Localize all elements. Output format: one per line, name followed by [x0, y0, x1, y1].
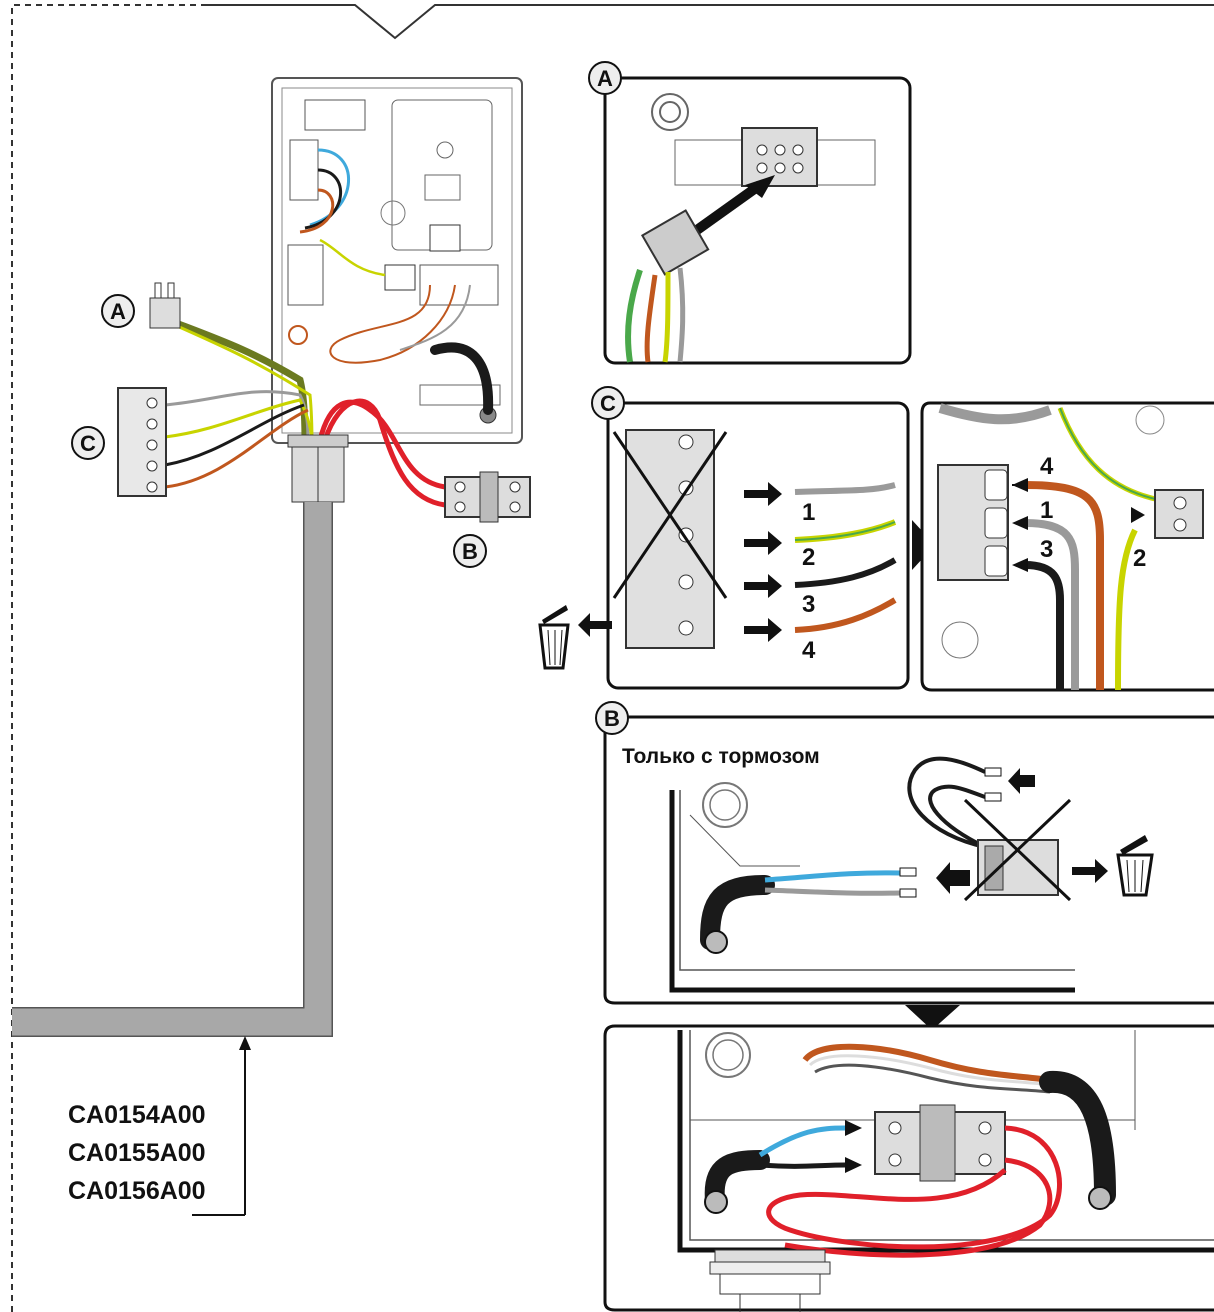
cable-code-3: CA0156A00 [68, 1177, 206, 1205]
right-wire-number-4: 4 [1040, 453, 1054, 480]
wire-number-4: 4 [802, 637, 816, 664]
connector-a-icon [149, 282, 181, 329]
panel-a [603, 76, 912, 365]
cable-codes: CA0154A00 CA0155A00 CA0156A00 [68, 1036, 251, 1216]
cable-bundle [164, 316, 446, 508]
panel-c-badge [591, 386, 625, 420]
panel-b-label: B [604, 706, 620, 731]
cable-gland-icon [287, 434, 349, 503]
cable-code-2: CA0155A00 [68, 1139, 206, 1167]
right-wire-number-2: 2 [1133, 545, 1146, 572]
wire-number-1: 1 [802, 499, 815, 526]
terminal-block-c-icon [117, 387, 167, 497]
brake-note: Только с тормозом [622, 745, 820, 768]
label-c-badge [71, 426, 105, 460]
trash-bin-icon [1116, 835, 1154, 897]
arrow-icon [687, 180, 763, 240]
panel-b: Только с тормозом [603, 715, 1214, 1005]
label-a: A [110, 299, 126, 324]
arrow-icon [744, 482, 782, 642]
outer-frame [11, 4, 1214, 1312]
label-b-badge [453, 534, 487, 568]
control-box [271, 77, 523, 444]
panel-c-right: 4 1 3 2 [920, 401, 1214, 692]
panel-c-left: 1 2 3 4 [606, 401, 910, 690]
label-b: B [462, 539, 478, 564]
wire-number-3: 3 [802, 591, 815, 618]
panel-b-badge [595, 701, 629, 735]
main-cable [12, 502, 333, 1037]
right-wire-number-3: 3 [1040, 536, 1053, 563]
cable-code-1: CA0154A00 [68, 1101, 206, 1129]
panel-c-label: C [600, 391, 616, 416]
panel-b-result [603, 1024, 1214, 1312]
label-c: C [80, 431, 96, 456]
panel-a-badge [588, 61, 622, 95]
arrow-icon [905, 1005, 960, 1030]
connector-b-icon [444, 471, 531, 523]
right-wire-number-1: 1 [1040, 497, 1053, 524]
panel-a-label: A [597, 66, 613, 91]
trash-bin-icon [538, 605, 612, 670]
wire-number-2: 2 [802, 544, 815, 571]
label-a-badge [101, 294, 135, 328]
board-connector-icon [429, 224, 461, 252]
